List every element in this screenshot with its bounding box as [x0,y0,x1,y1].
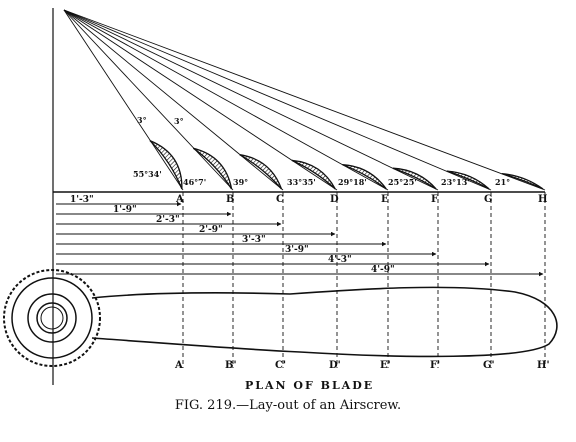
plan-labels: A B' C' D' E' F' G' H' [174,360,550,371]
dimension-label: 3'-3" [242,235,266,245]
blade-section [239,154,283,190]
angle-label: 55°34' [133,169,162,179]
ray-line [63,9,546,191]
radiating-lines [63,9,546,191]
dimension-label: 4'-9" [371,265,395,275]
blade-section [446,170,490,190]
section-label: F [431,194,438,205]
section-label: H [538,194,547,205]
dimension-label: 2'-9" [199,225,223,235]
ray-line [63,9,184,191]
blade-section [149,139,183,190]
blade-sections [149,139,544,190]
dimension-label: 1'-9" [113,205,137,215]
plan-label: C' [275,360,286,371]
dimension-label: 2'-3" [156,215,180,225]
radius-dimensions: 1'-3" 1'-9" 2'-3" 2'-9" 3'-3" 3'-9" 4'-3" 4'-9" [56,195,544,277]
blade-section [501,172,544,190]
dimension-label: 3'-9" [285,245,309,255]
hub [3,269,101,367]
angle-label: 39° [233,177,248,187]
ray-line [63,9,389,191]
ray-line [63,9,439,191]
blade-section [342,164,387,190]
ray-line [63,9,338,191]
ray-line [63,9,492,191]
ray-line [63,9,234,191]
section-labels: A B C D E F G H [175,194,547,205]
blade-section [291,159,336,190]
section-label: G [484,194,493,205]
plan-title: PLAN OF BLADE [245,379,374,392]
section-label: E [381,194,389,205]
figure-caption: FIG. 219.—Lay-out of an Airscrew. [174,398,402,413]
plan-label: E' [380,360,391,371]
plan-label: A [174,360,183,371]
angle-label: 29°18' [338,177,367,187]
angle-label: 46°7' [183,177,206,187]
ray-line [63,9,284,191]
section-label: C [276,194,284,205]
angle-label: 21° [495,177,510,187]
plan-label: B' [225,360,237,371]
blade-plan-outline [91,286,558,358]
section-label: A [175,194,184,205]
small-angle-label: 3° [137,115,147,125]
angle-label: 25°25' [388,177,417,187]
blade-section [392,167,437,190]
small-angle-label: 3° [174,116,184,126]
section-label: D [330,194,339,205]
dimension-label: 1'-3" [70,195,94,205]
angle-label: 33°35' [287,177,316,187]
dimension-label: 4'-3" [328,255,352,265]
plan-label: D' [329,360,341,371]
section-label: B [226,194,234,205]
projection-lines [182,192,546,368]
plan-label: G' [483,360,495,371]
blade-section [192,147,233,190]
angle-labels: 55°34' 46°7' 39° 33°35' 29°18' 25°25' 23°13' 21… [133,169,510,187]
plan-label: H' [537,360,550,371]
angle-label: 23°13' [441,177,470,187]
plan-label: F' [430,360,440,371]
